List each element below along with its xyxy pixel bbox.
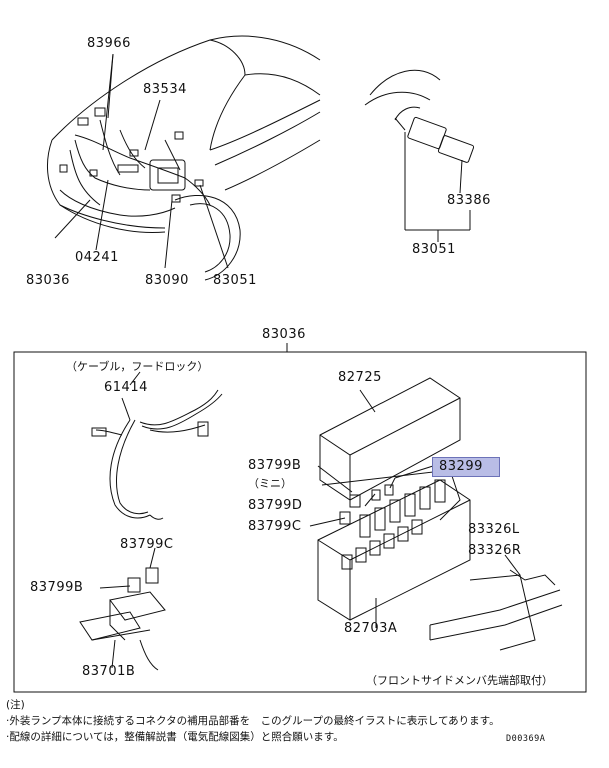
notes-line2: ·配線の詳細については，整備解説書（電気配線図集）と照合願います。 <box>6 731 344 743</box>
label-83799B-top: 83799B <box>248 458 302 473</box>
label-83799C-right: 83799C <box>248 519 302 534</box>
label-83036-top: 83036 <box>26 273 70 288</box>
label-83534: 83534 <box>143 82 187 97</box>
diagram-code: D00369A <box>506 734 546 744</box>
label-83799D: 83799D <box>248 498 303 513</box>
label-04241: 04241 <box>75 250 119 265</box>
fuse-box-illustration <box>309 377 471 628</box>
label-83036-box: 83036 <box>262 327 306 342</box>
mini-note: （ミニ） <box>248 477 292 490</box>
detail-box <box>13 343 587 693</box>
label-83051-left: 83051 <box>213 273 257 288</box>
label-83051-right: 83051 <box>412 242 456 257</box>
label-61414: 61414 <box>104 380 148 395</box>
hood-lock-cable <box>91 371 223 520</box>
label-83386: 83386 <box>447 193 491 208</box>
label-83299-highlight: 83299 <box>432 457 500 477</box>
label-83799C-left: 83799C <box>120 537 174 552</box>
engine-bay-illustration <box>47 35 321 281</box>
label-83966: 83966 <box>87 36 131 51</box>
cable-note: （ケーブル，フードロック） <box>66 360 209 373</box>
label-83799B-left: 83799B <box>30 580 84 595</box>
bracket-illustration <box>429 554 563 651</box>
label-83701B: 83701B <box>82 664 136 679</box>
label-82725: 82725 <box>338 370 382 385</box>
connector-illustration <box>364 69 475 242</box>
notes-head: (注) <box>6 699 25 711</box>
relay-box-illustration <box>79 547 166 671</box>
label-83090: 83090 <box>145 273 189 288</box>
label-83326L: 83326L <box>468 522 520 537</box>
front-note: （フロントサイドメンバ先端部取付） <box>366 674 553 687</box>
notes-line1: ·外装ランプ本体に接続するコネクタの補用品部番を このグループの最終イラストに表… <box>6 715 500 727</box>
label-83326R: 83326R <box>468 543 522 558</box>
label-82703A: 82703A <box>344 621 398 636</box>
